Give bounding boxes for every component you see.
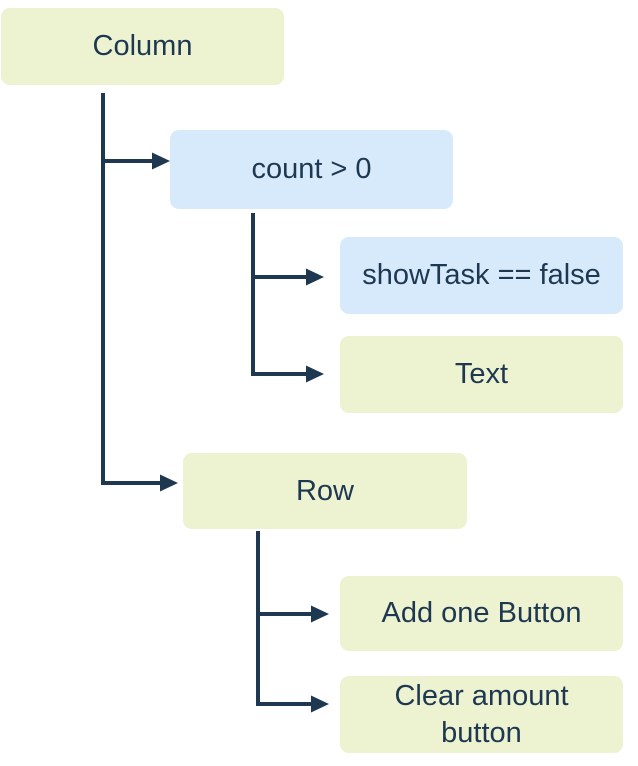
node-clear-amount-button: Clear amount button [340,676,623,753]
node-row-label: Row [295,474,354,507]
node-add-one-button-label: Add one Button [381,597,582,630]
arrow-row-to-addone [258,605,329,623]
node-text-widget-label: Text [454,358,509,391]
arrow-row-to-clear [311,695,329,713]
node-row: Row [183,453,467,529]
node-showtask-condition: showTask == false [340,237,623,314]
connector-row-trunk [256,531,311,706]
arrow-count-to-text [306,365,324,383]
node-column-label: Column [92,30,193,63]
arrow-column-to-row [160,474,178,492]
node-clear-amount-button-label: Clear amount button [394,679,569,749]
node-showtask-condition-label: showTask == false [362,259,601,292]
node-count-condition: count > 0 [170,130,453,209]
arrow-count-to-showtask [253,268,324,286]
connector-count-trunk [251,213,306,376]
node-add-one-button: Add one Button [340,576,623,651]
node-text-widget: Text [340,336,623,413]
arrow-column-to-count [103,152,170,170]
node-count-condition-label: count > 0 [251,153,372,186]
connector-column-trunk [101,93,160,485]
node-column: Column [1,8,284,85]
